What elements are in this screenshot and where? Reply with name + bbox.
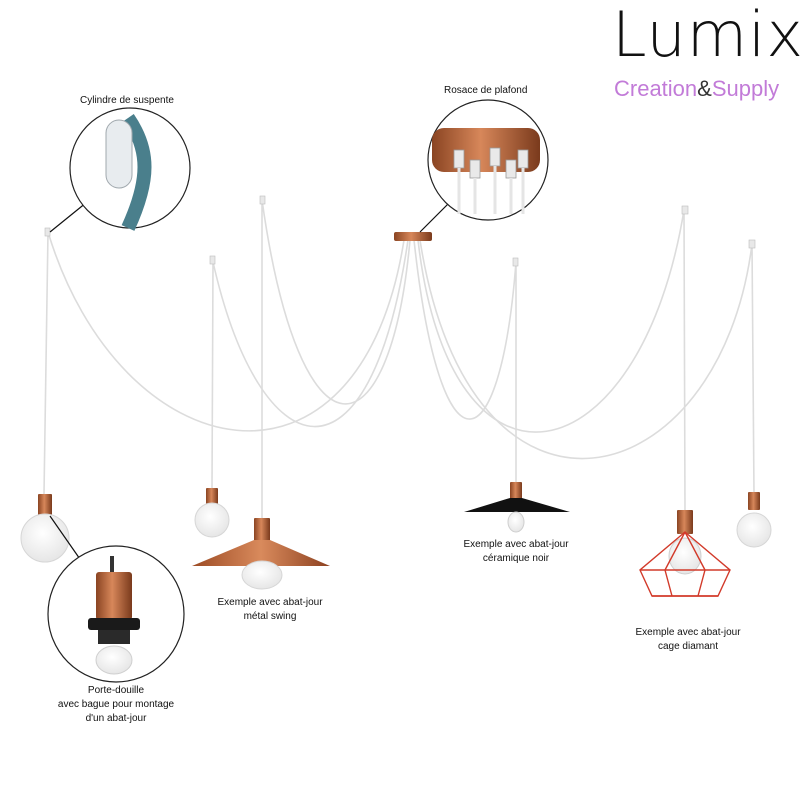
tagline-amp: & bbox=[697, 76, 712, 101]
cable-6 bbox=[419, 239, 755, 495]
metal-swing-line-2: métal swing bbox=[243, 611, 297, 622]
ceiling-rose bbox=[394, 232, 432, 241]
label-socket-holder: Porte-douille avec bague pour montage d'… bbox=[42, 684, 190, 726]
label-diamond-cage: Exemple avec abat-jour cage diamant bbox=[618, 626, 758, 654]
lamp-bare-bulb-3 bbox=[736, 492, 772, 548]
ceramic-black-line-2: céramique noir bbox=[482, 553, 550, 564]
socket-holder-line-3: d'un abat-jour bbox=[85, 713, 147, 724]
brand-logo: Lumix bbox=[612, 0, 800, 71]
label-cylinder: Cylindre de suspente bbox=[80, 95, 174, 106]
callout-ceiling-rose bbox=[419, 99, 549, 233]
tagline-supply: Supply bbox=[711, 76, 780, 101]
cable-3 bbox=[261, 199, 411, 518]
socket-holder-line-2: avec bague pour montage bbox=[57, 699, 175, 710]
callout-cylinder bbox=[49, 107, 191, 233]
diamond-cage-line-2: cage diamant bbox=[657, 641, 719, 652]
cable-2 bbox=[211, 239, 409, 489]
cable-5 bbox=[417, 209, 686, 513]
cables bbox=[43, 199, 755, 518]
cable-1 bbox=[43, 231, 405, 495]
lamp-metal-swing bbox=[192, 518, 330, 590]
socket-holder-line-1: Porte-douille bbox=[87, 685, 145, 696]
label-ceramic-black: Exemple avec abat-jour céramique noir bbox=[446, 538, 586, 566]
lamp-bare-bulb-2 bbox=[194, 488, 230, 538]
label-metal-swing: Exemple avec abat-jour métal swing bbox=[200, 596, 340, 624]
brand-tagline: Creation&Supply bbox=[614, 76, 779, 102]
cable-4 bbox=[413, 239, 517, 484]
callout-socket-holder bbox=[47, 515, 185, 683]
tagline-creation: Creation bbox=[614, 76, 698, 101]
label-ceiling-rose: Rosace de plafond bbox=[444, 85, 528, 96]
lamp-bare-bulb-1 bbox=[20, 494, 70, 563]
lamp-ceramic-black bbox=[464, 482, 570, 533]
diamond-cage-line-1: Exemple avec abat-jour bbox=[635, 627, 741, 638]
metal-swing-line-1: Exemple avec abat-jour bbox=[217, 597, 323, 608]
suspension-hooks bbox=[44, 195, 756, 267]
lamp-diamond-cage bbox=[639, 510, 731, 597]
ceramic-black-line-1: Exemple avec abat-jour bbox=[463, 539, 569, 550]
